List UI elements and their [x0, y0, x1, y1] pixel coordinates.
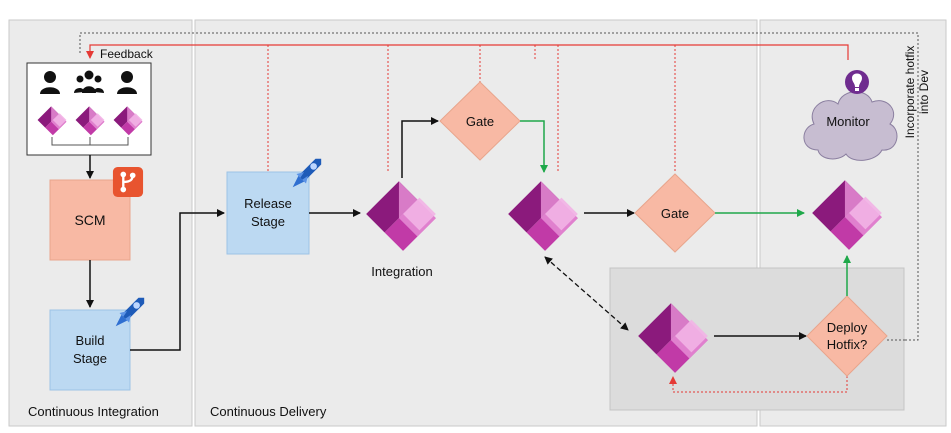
integration-label: Integration [371, 264, 432, 279]
deploy-hotfix-label-line2: Hotfix? [827, 337, 867, 352]
ci-section-label: Continuous Integration [28, 404, 159, 419]
cd-section-label: Continuous Delivery [210, 404, 327, 419]
build-stage-label-line1: Build [76, 333, 105, 348]
hotfix-loop-line [79, 32, 919, 341]
gate-top-label: Gate [466, 114, 494, 129]
cloud-icon [803, 91, 898, 161]
feedback-label: Feedback [100, 47, 154, 61]
hotfix-return-line [669, 372, 848, 393]
scm-label: SCM [74, 212, 105, 228]
hotfix-rotated-label-line1: Incorporate hotfix [903, 46, 917, 139]
arrow-integration-to-gate [401, 117, 439, 178]
arrow-gate-to-test [520, 120, 548, 173]
arrow-build-to-release [130, 209, 225, 351]
gate-top-diamond [439, 81, 521, 161]
person-icon [117, 71, 137, 94]
person-icon [40, 71, 60, 94]
release-stage-label-line2: Stage [251, 214, 285, 229]
build-stage-label-line2: Stage [73, 351, 107, 366]
git-icon [112, 166, 144, 198]
people-group-icon [74, 70, 104, 93]
monitor-label: Monitor [826, 114, 870, 129]
feedback-line [86, 44, 849, 60]
gate-mid-label: Gate [661, 206, 689, 221]
hotfix-rotated-label-line2: into Dev [917, 70, 931, 114]
release-stage-label-line1: Release [244, 196, 292, 211]
build-stage-box [49, 309, 131, 391]
gate-mid-diamond [634, 173, 716, 253]
feedback-drops [267, 45, 676, 172]
deploy-hotfix-diamond [806, 295, 888, 377]
lightbulb-icon [845, 70, 869, 94]
dashed-test-hotfix-link [544, 256, 629, 331]
deploy-hotfix-label-line1: Deploy [827, 320, 868, 335]
